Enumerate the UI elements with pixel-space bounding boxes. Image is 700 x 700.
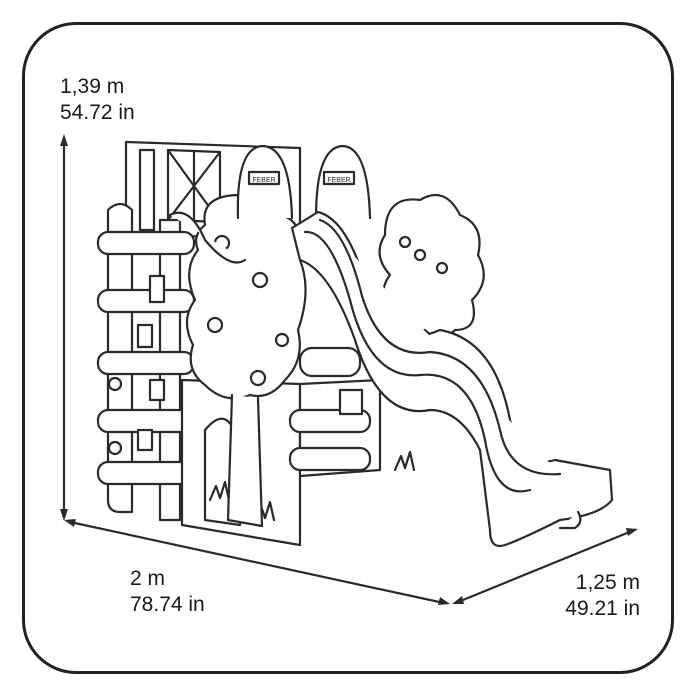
length-dimension-line <box>64 519 450 605</box>
rounded-frame <box>22 22 674 674</box>
slide-entrance <box>236 144 372 220</box>
ladder <box>96 202 196 522</box>
length-imperial: 78.74 in <box>130 593 205 616</box>
length-label: 2 m 78.74 in <box>130 566 205 618</box>
height-dimension-line <box>60 134 68 521</box>
height-imperial: 54.72 in <box>60 101 135 124</box>
cloud-panel <box>378 193 485 339</box>
depth-label: 1,25 m 49.21 in <box>565 570 640 622</box>
tree-panel <box>168 193 307 528</box>
depth-imperial: 49.21 in <box>565 597 640 620</box>
sign-text-left: FEBER <box>252 177 275 184</box>
sign-text-right: FEBER <box>327 177 350 184</box>
height-metric: 1,39 m <box>60 75 125 98</box>
slide <box>290 210 614 548</box>
depth-metric: 1,25 m <box>575 571 640 594</box>
depth-dimension-line <box>452 528 638 604</box>
length-metric: 2 m <box>130 567 166 590</box>
height-label: 1,39 m 54.72 in <box>60 74 135 126</box>
